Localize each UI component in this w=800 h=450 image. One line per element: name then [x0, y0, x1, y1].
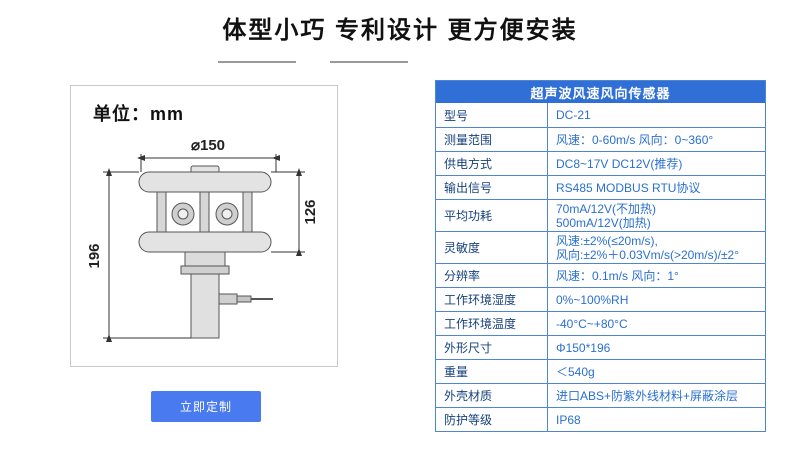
spec-value: 风速:±2%(≤20m/s), 风向:±2%＋0.03Vm/s(>20m/s)/… — [556, 233, 740, 262]
table-row: 分辨率 风速：0.1m/s 风向：1° — [436, 263, 765, 287]
table-row: 工作环境湿度 0%~100%RH — [436, 287, 765, 311]
spec-value: 0%~100%RH — [556, 292, 629, 307]
spec-value: 风速：0.1m/s 风向：1° — [556, 268, 679, 283]
spec-value: ＜540g — [556, 364, 595, 379]
table-row: 测量范围 风速：0-60m/s 风向：0~360° — [436, 127, 765, 151]
table-row: 供电方式 DC8~17V DC12V(推荐) — [436, 151, 765, 175]
table-row: 工作环境温度 -40°C~+80°C — [436, 311, 765, 335]
spec-label: 平均功耗 — [436, 200, 548, 231]
page-title: 体型小巧 专利设计 更方便安装 — [222, 17, 578, 44]
spec-label: 防护等级 — [436, 408, 548, 431]
dim-diameter-label: ⌀150 — [191, 137, 225, 154]
table-row: 防护等级 IP68 — [436, 407, 765, 431]
table-row: 外形尺寸 Φ150*196 — [436, 335, 765, 359]
spec-label: 外形尺寸 — [436, 336, 548, 359]
spec-label: 型号 — [436, 103, 548, 127]
spec-value: DC-21 — [556, 108, 591, 122]
spec-label: 测量范围 — [436, 128, 548, 151]
spec-label: 外壳材质 — [436, 384, 548, 407]
table-row: 型号 DC-21 — [436, 103, 765, 127]
spec-table-header: 超声波风速风向传感器 — [436, 81, 765, 103]
title-divider-left — [218, 61, 296, 63]
dimension-drawing-panel: 单位：mm ⌀150 — [70, 85, 338, 367]
spec-value: 风速：0-60m/s 风向：0~360° — [556, 132, 714, 147]
spec-table: 超声波风速风向传感器 型号 DC-21 测量范围 风速：0-60m/s 风向：0… — [435, 80, 766, 432]
table-row: 外壳材质 进口ABS+防紫外线材料+屏蔽涂层 — [436, 383, 765, 407]
spec-label: 工作环境温度 — [436, 312, 548, 335]
spec-value: IP68 — [556, 412, 581, 427]
spec-value: 进口ABS+防紫外线材料+屏蔽涂层 — [556, 388, 739, 403]
spec-value: -40°C~+80°C — [556, 316, 628, 331]
title-divider-right — [330, 61, 408, 63]
unit-label: 单位：mm — [93, 104, 185, 124]
sensor-diagram: ⌀150 126 — [86, 137, 319, 342]
spec-label: 分辨率 — [436, 264, 548, 287]
spec-label: 重量 — [436, 360, 548, 383]
table-row: 输出信号 RS485 MODBUS RTU协议 — [436, 175, 765, 199]
spec-value: 70mA/12V(不加热) 500mA/12V(加热) — [556, 201, 657, 230]
spec-value: RS485 MODBUS RTU协议 — [556, 180, 701, 195]
table-row: 灵敏度 风速:±2%(≤20m/s), 风向:±2%＋0.03Vm/s(>20m… — [436, 231, 765, 263]
table-row: 平均功耗 70mA/12V(不加热) 500mA/12V(加热) — [436, 199, 765, 231]
spec-label: 供电方式 — [436, 152, 548, 175]
spec-label: 工作环境湿度 — [436, 288, 548, 311]
spec-label: 灵敏度 — [436, 232, 548, 263]
table-row: 重量 ＜540g — [436, 359, 765, 383]
dim-inner-height-label: 126 — [302, 199, 319, 224]
spec-value: Φ150*196 — [556, 340, 611, 355]
spec-label: 输出信号 — [436, 176, 548, 199]
spec-value: DC8~17V DC12V(推荐) — [556, 156, 683, 171]
dim-total-height-label: 196 — [86, 243, 103, 268]
customize-now-button[interactable]: 立即定制 — [151, 391, 261, 422]
